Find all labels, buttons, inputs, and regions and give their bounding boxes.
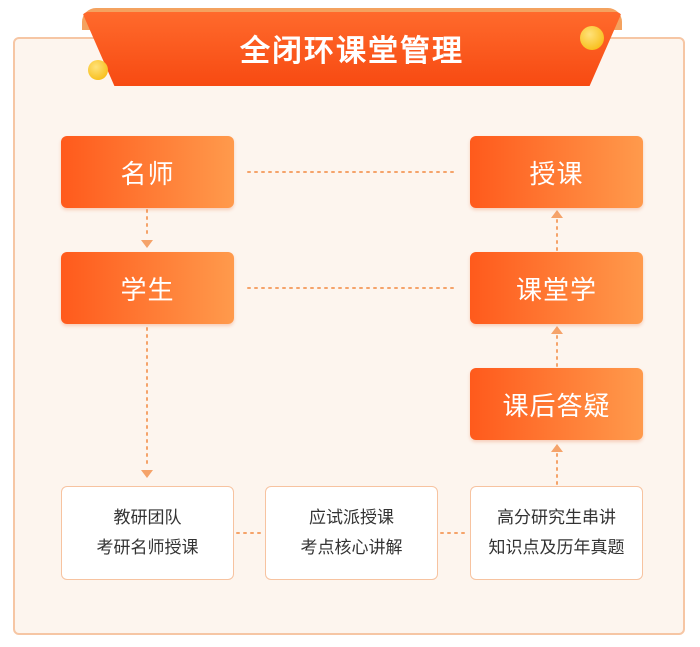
- title-ribbon: 全闭环课堂管理: [82, 8, 622, 90]
- card-teaching-team: 教研团队 考研名师授课: [61, 486, 234, 580]
- arrow-up-classlearn: [551, 326, 563, 334]
- decorative-dot-left: [88, 60, 108, 80]
- card-line: 应试派授课: [309, 508, 394, 528]
- node-class-learn: 课堂学: [470, 252, 643, 324]
- arrow-up-teach: [551, 210, 563, 218]
- node-teach: 授课: [470, 136, 643, 208]
- card-line: 高分研究生串讲: [497, 508, 616, 528]
- card-line: 知识点及历年真题: [488, 538, 625, 558]
- diagram-title: 全闭环课堂管理: [240, 34, 464, 69]
- card-line: 考研名师授课: [96, 538, 199, 558]
- node-after-class-qa: 课后答疑: [470, 368, 643, 440]
- node-teacher: 名师: [61, 136, 234, 208]
- arrow-down-card1: [141, 470, 153, 478]
- decorative-dot-right: [580, 26, 604, 50]
- card-line: 教研团队: [113, 508, 182, 528]
- card-graduate-tutoring: 高分研究生串讲 知识点及历年真题: [470, 486, 643, 580]
- card-exam-teaching: 应试派授课 考点核心讲解: [265, 486, 438, 580]
- arrow-down-student: [141, 240, 153, 248]
- card-line: 考点核心讲解: [300, 538, 403, 558]
- arrow-up-qa: [551, 444, 563, 452]
- node-student: 学生: [61, 252, 234, 324]
- ribbon-banner: [82, 12, 622, 86]
